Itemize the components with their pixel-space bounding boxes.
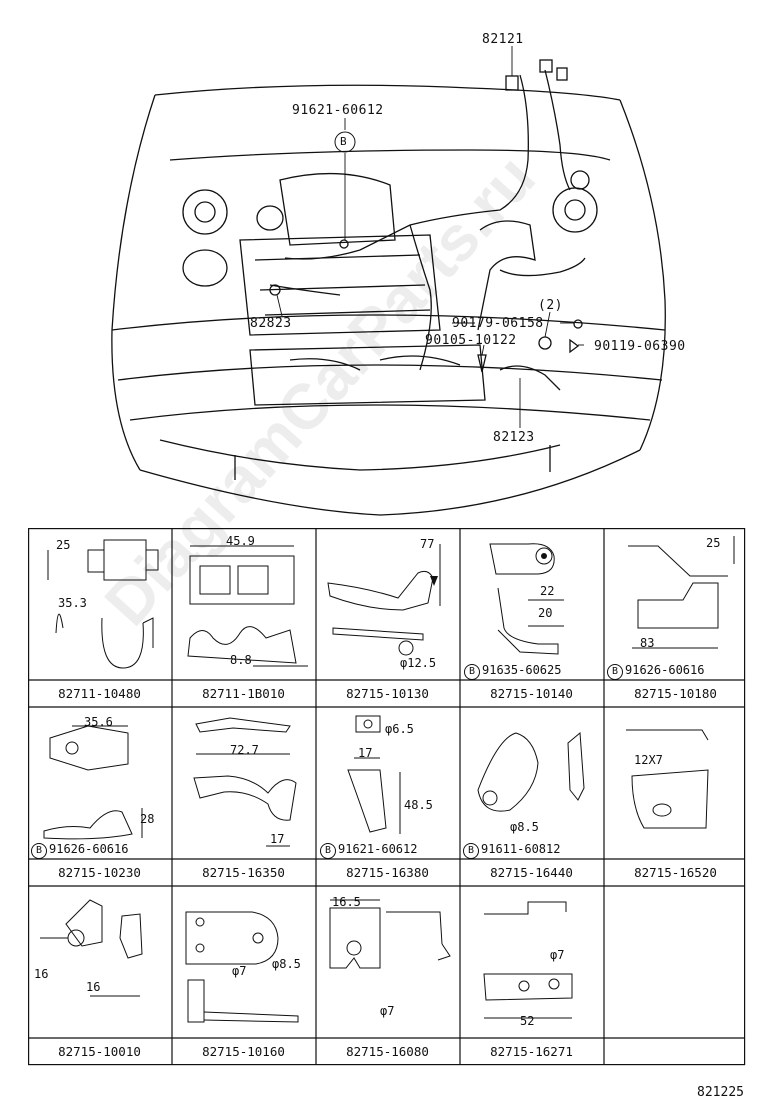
dim-label: 48.5 [404, 798, 433, 812]
dim-label: 8.8 [230, 653, 252, 667]
dim-label: 77 [420, 537, 435, 551]
dim-label: 35.6 [84, 715, 113, 729]
part-82715-16080: 82715-16080 [346, 1044, 429, 1059]
part-82715-16440: 82715-16440 [490, 865, 573, 880]
part-82715-16520: 82715-16520 [634, 865, 717, 880]
b-callout-icon: B [607, 664, 623, 680]
dim-label: 25 [706, 536, 721, 550]
dim-label: 17 [358, 746, 373, 760]
part-82715-10140: 82715-10140 [490, 686, 573, 701]
diagram-number: 821225 [697, 1085, 744, 1100]
dim-label: 16 [34, 967, 49, 981]
callout-2: (2) [538, 298, 563, 313]
dim-label: 72.7 [230, 743, 259, 757]
b-callout-icon: B [320, 843, 336, 859]
callout-91621-60612: 91621-60612 [292, 103, 384, 118]
dim-label: φ8.5 [272, 957, 301, 971]
dim-label: φ7 [380, 1004, 395, 1018]
part-82715-10180: 82715-10180 [634, 686, 717, 701]
part-82715-16271: 82715-16271 [490, 1044, 573, 1059]
dim-label: 17 [270, 832, 285, 846]
callout-90119-06390: 90119-06390 [594, 339, 686, 354]
callout-82121: 82121 [482, 32, 524, 47]
dim-label: 25 [56, 538, 71, 552]
callout-90105-10122: 90105-10122 [425, 333, 517, 348]
callout-82123: 82123 [493, 430, 535, 445]
dim-label: 22 [540, 584, 555, 598]
dim-label: φ12.5 [400, 656, 437, 670]
dim-label: φ8.5 [510, 820, 539, 834]
part-82715-16350: 82715-16350 [202, 865, 285, 880]
dim-label: 83 [640, 636, 655, 650]
callout-b-marker: B [340, 135, 348, 148]
dim-label: 28 [140, 812, 155, 826]
b-callout-icon: B [464, 664, 480, 680]
dim-label: 16 [86, 980, 101, 994]
part-82715-10230: 82715-10230 [58, 865, 141, 880]
dim-label: 20 [538, 606, 553, 620]
b-callout-icon: B [463, 843, 479, 859]
dim-label: 45.9 [226, 534, 255, 548]
part-82715-10130: 82715-10130 [346, 686, 429, 701]
part-82715-16380: 82715-16380 [346, 865, 429, 880]
part-82711-1b010: 82711-1B010 [202, 686, 285, 701]
parts-grid [28, 528, 746, 1066]
part-82711-10480: 82711-10480 [58, 686, 141, 701]
b-callout-icon: B [31, 843, 47, 859]
part-82715-10010: 82715-10010 [58, 1044, 141, 1059]
dim-label: 16.5 [332, 895, 361, 909]
dim-label: 35.3 [58, 596, 87, 610]
dim-label: φ6.5 [385, 722, 414, 736]
dim-label: φ7 [232, 964, 247, 978]
dim-label: φ7 [550, 948, 565, 962]
part-82715-10160: 82715-10160 [202, 1044, 285, 1059]
callout-82823: 82823 [250, 316, 292, 331]
callout-90179-06158: 90179-06158 [452, 316, 544, 331]
dim-label: 12X7 [634, 753, 663, 767]
engine-bay-illustration [111, 46, 666, 516]
dim-label: 52 [520, 1014, 535, 1028]
